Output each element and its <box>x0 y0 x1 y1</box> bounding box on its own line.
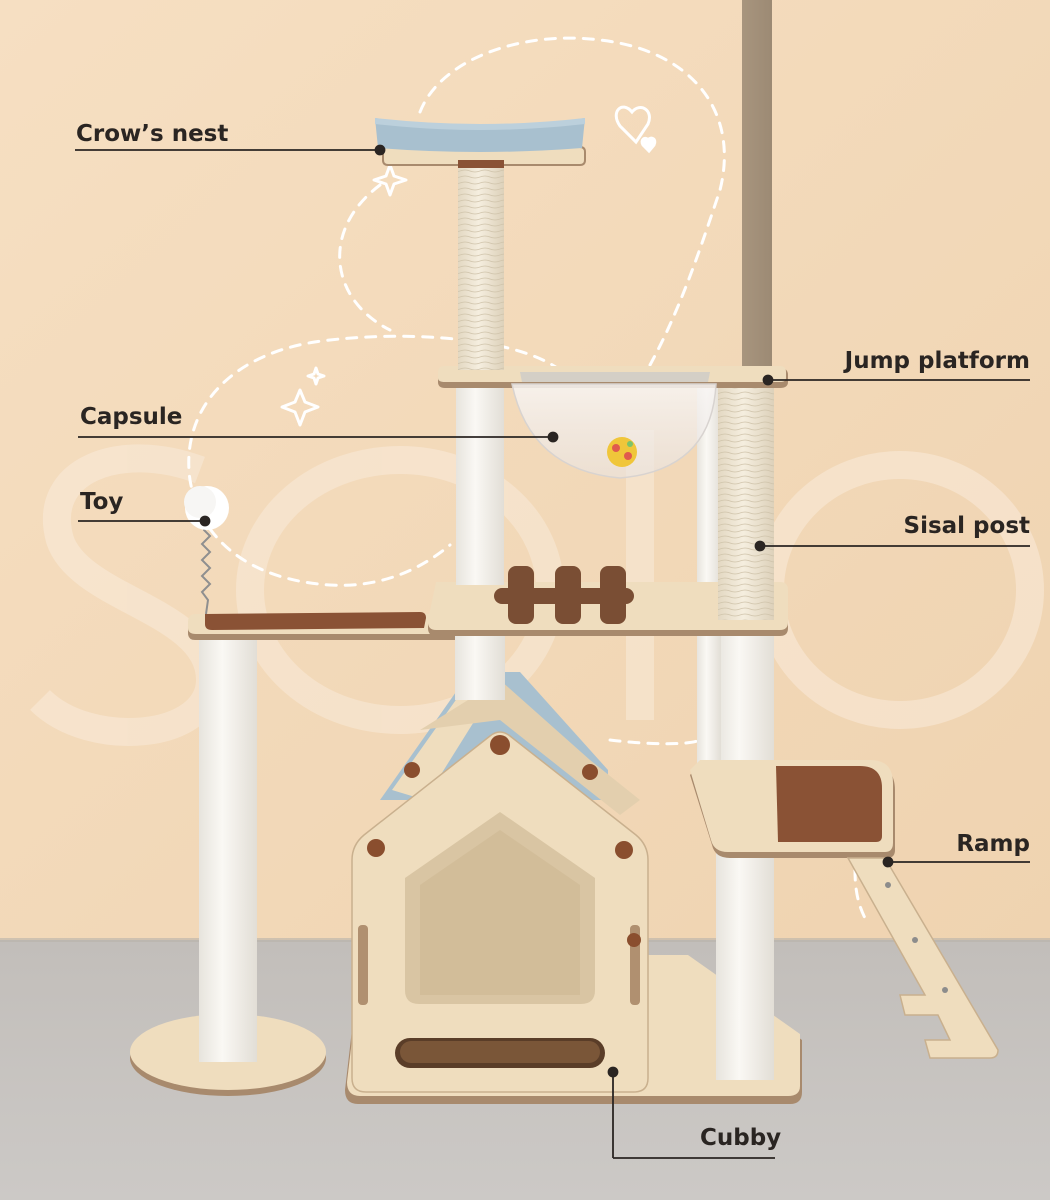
crows-nest <box>375 118 586 168</box>
callout-jump-platform: Jump platform <box>844 348 1030 374</box>
callout-capsule: Capsule <box>80 404 183 430</box>
fence <box>494 566 634 624</box>
callout-cubby: Cubby <box>700 1125 782 1151</box>
ramp <box>846 857 999 1059</box>
callout-crows-nest: Crow’s nest <box>76 121 229 147</box>
callout-toy: Toy <box>80 489 124 515</box>
callout-ramp: Ramp <box>956 831 1030 857</box>
top-sisal-post <box>458 165 504 370</box>
sisal-post <box>718 388 774 620</box>
left-plush-post <box>199 630 257 1062</box>
decorative-dashes <box>187 36 868 922</box>
heart-icon <box>614 105 657 154</box>
toy <box>184 486 229 615</box>
capsule-bowl <box>511 372 717 479</box>
center-lower-post <box>455 630 505 700</box>
left-platform <box>188 612 485 640</box>
callout-sisal-post: Sisal post <box>903 513 1031 539</box>
step-platform <box>690 760 895 858</box>
center-mid-post <box>456 385 504 585</box>
leader-lines <box>75 144 1030 1159</box>
cubby-house <box>351 672 649 1093</box>
sparkle-icon <box>280 163 408 427</box>
